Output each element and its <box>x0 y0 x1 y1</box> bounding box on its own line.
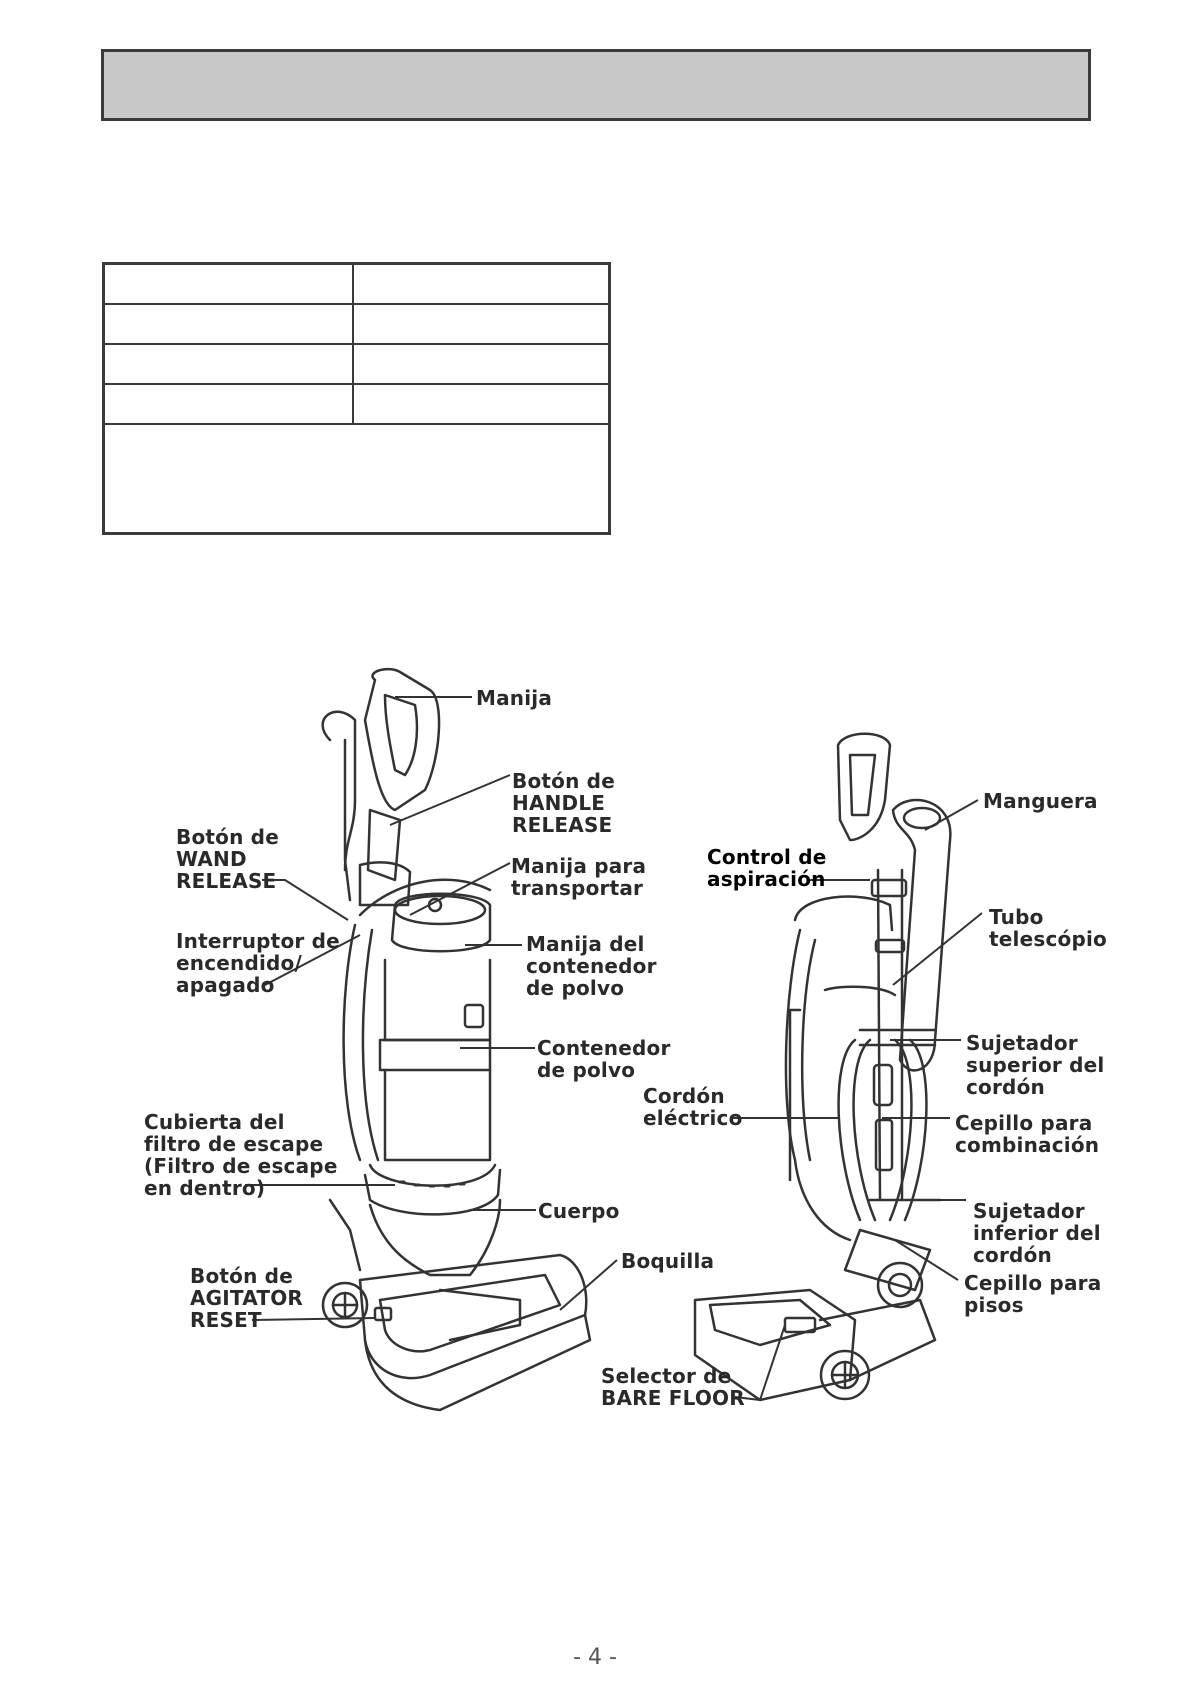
label-tubo-telescopio: Tubo telescópio <box>989 905 1107 951</box>
table-cell <box>352 342 611 385</box>
label-sujetador-superior: Sujetador superior del cordón <box>966 1031 1105 1099</box>
section-header-banner <box>101 49 1091 121</box>
label-boton-agitator-reset: Botón de AGITATOR RESET <box>190 1264 303 1332</box>
label-cepillo-combinacion: Cepillo para combinación <box>955 1111 1100 1157</box>
label-boquilla: Boquilla <box>621 1249 715 1273</box>
label-boton-wand-release: Botón de WAND RELEASE <box>176 825 279 893</box>
table-row-notes <box>102 422 611 535</box>
label-manija: Manija <box>476 686 553 710</box>
page-number: - 4 - <box>573 1645 617 1670</box>
vacuum-front-view-illustration <box>321 667 592 1412</box>
table-row <box>102 262 611 305</box>
label-manguera: Manguera <box>983 789 1098 813</box>
leader-lines <box>245 696 983 1402</box>
table-cell <box>102 382 354 425</box>
table-cell <box>102 302 354 345</box>
table-cell <box>102 262 354 305</box>
label-cepillo-pisos: Cepillo para pisos <box>964 1271 1102 1317</box>
label-cubierta-filtro: Cubierta del filtro de escape (Filtro de… <box>144 1110 338 1200</box>
specification-table <box>102 262 611 535</box>
label-cuerpo: Cuerpo <box>538 1199 620 1223</box>
label-boton-handle-release: Botón de HANDLE RELEASE <box>512 769 615 837</box>
label-selector-bare-floor: Selector de BARE FLOOR <box>601 1364 745 1410</box>
table-row <box>102 382 611 425</box>
table-cell <box>352 382 611 425</box>
label-manija-contenedor: Manija del contenedor de polvo <box>526 932 657 1000</box>
table-cell <box>102 422 611 535</box>
table-cell <box>352 302 611 345</box>
table-cell <box>352 262 611 305</box>
label-sujetador-inferior: Sujetador inferior del cordón <box>973 1199 1101 1267</box>
label-control-aspiracion: Control de aspiración <box>707 845 827 891</box>
label-cordon-electrico: Cordón eléctrico <box>643 1084 743 1130</box>
vacuum-rear-view-illustration <box>693 732 952 1402</box>
table-cell <box>102 342 354 385</box>
label-manija-transportar: Manija para transportar <box>511 854 647 900</box>
table-row <box>102 342 611 385</box>
table-row <box>102 302 611 345</box>
label-contenedor-polvo: Contenedor de polvo <box>537 1036 671 1082</box>
label-interruptor: Interruptor de encendido/ apagado <box>176 929 340 997</box>
